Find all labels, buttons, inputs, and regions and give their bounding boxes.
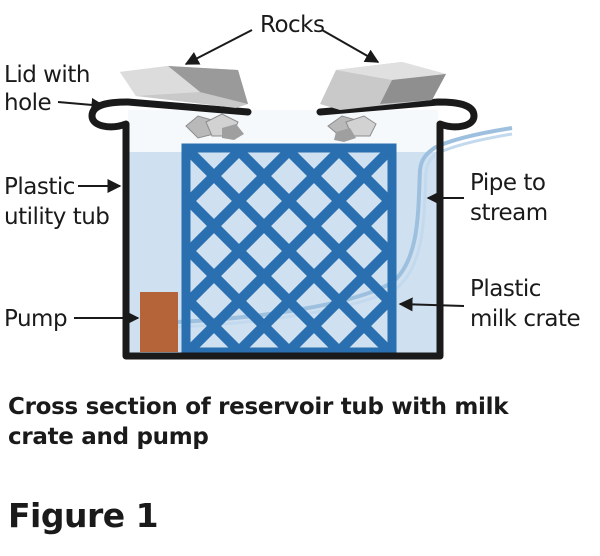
label-tub-line1: Plastic [4, 174, 75, 200]
lid [88, 98, 478, 131]
small-rocks [185, 113, 377, 142]
label-lid-line1: Lid with [4, 62, 90, 88]
label-lid-line2: hole [4, 90, 51, 116]
milk-crate [181, 143, 397, 357]
label-tub-line2: utility tub [4, 204, 109, 230]
leader-arrows [57, 29, 465, 325]
label-pump: Pump [4, 306, 67, 332]
label-pipe-line2: stream [470, 200, 548, 226]
rock-left [120, 66, 248, 108]
figure-number: Figure 1 [8, 496, 159, 535]
figure-caption: Cross section of reservoir tub with milk… [8, 394, 509, 450]
label-crate-line1: Plastic [470, 276, 541, 302]
reservoir-diagram: Rocks Lid with hole Plastic utility tub … [4, 12, 581, 360]
tub-outline [122, 124, 444, 360]
label-pipe-line1: Pipe to [470, 170, 545, 196]
pipe-outside [433, 126, 513, 156]
label-crate-line2: milk crate [470, 306, 580, 332]
rock-right [320, 62, 446, 110]
pump [140, 292, 178, 352]
label-rocks: Rocks [260, 12, 324, 38]
